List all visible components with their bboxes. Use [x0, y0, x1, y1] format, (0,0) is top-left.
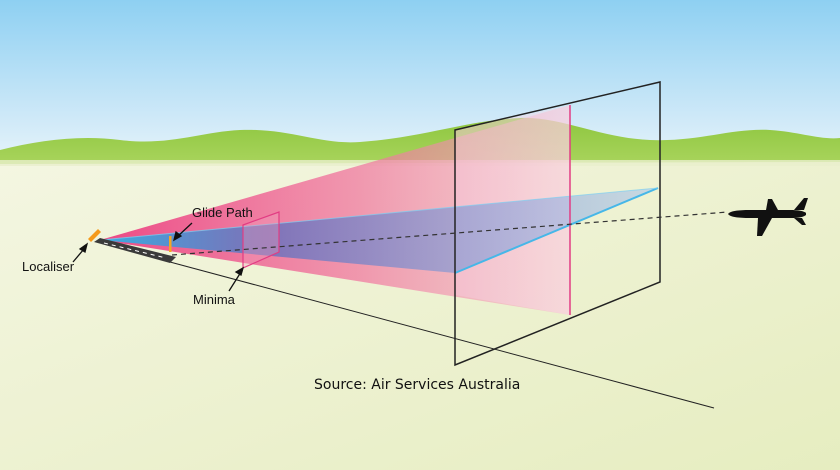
runway-icon — [94, 238, 176, 263]
far-plane-frame — [454, 81, 661, 367]
localiser-ground-line — [169, 261, 715, 409]
airplane-icon — [728, 198, 808, 236]
approach-path — [171, 211, 729, 256]
minima-plane — [242, 211, 280, 269]
source-caption: Source: Air Services Australia — [314, 377, 521, 393]
localiser-label: Localiser — [22, 259, 75, 274]
glide-path-label: Glide Path — [192, 205, 253, 220]
glide-path-antenna — [169, 236, 172, 252]
hills — [0, 117, 840, 164]
glide-path-beam — [100, 188, 658, 273]
minima-label: Minima — [193, 292, 235, 307]
label-arrows — [72, 222, 245, 292]
localiser-antenna-icon — [88, 229, 101, 242]
